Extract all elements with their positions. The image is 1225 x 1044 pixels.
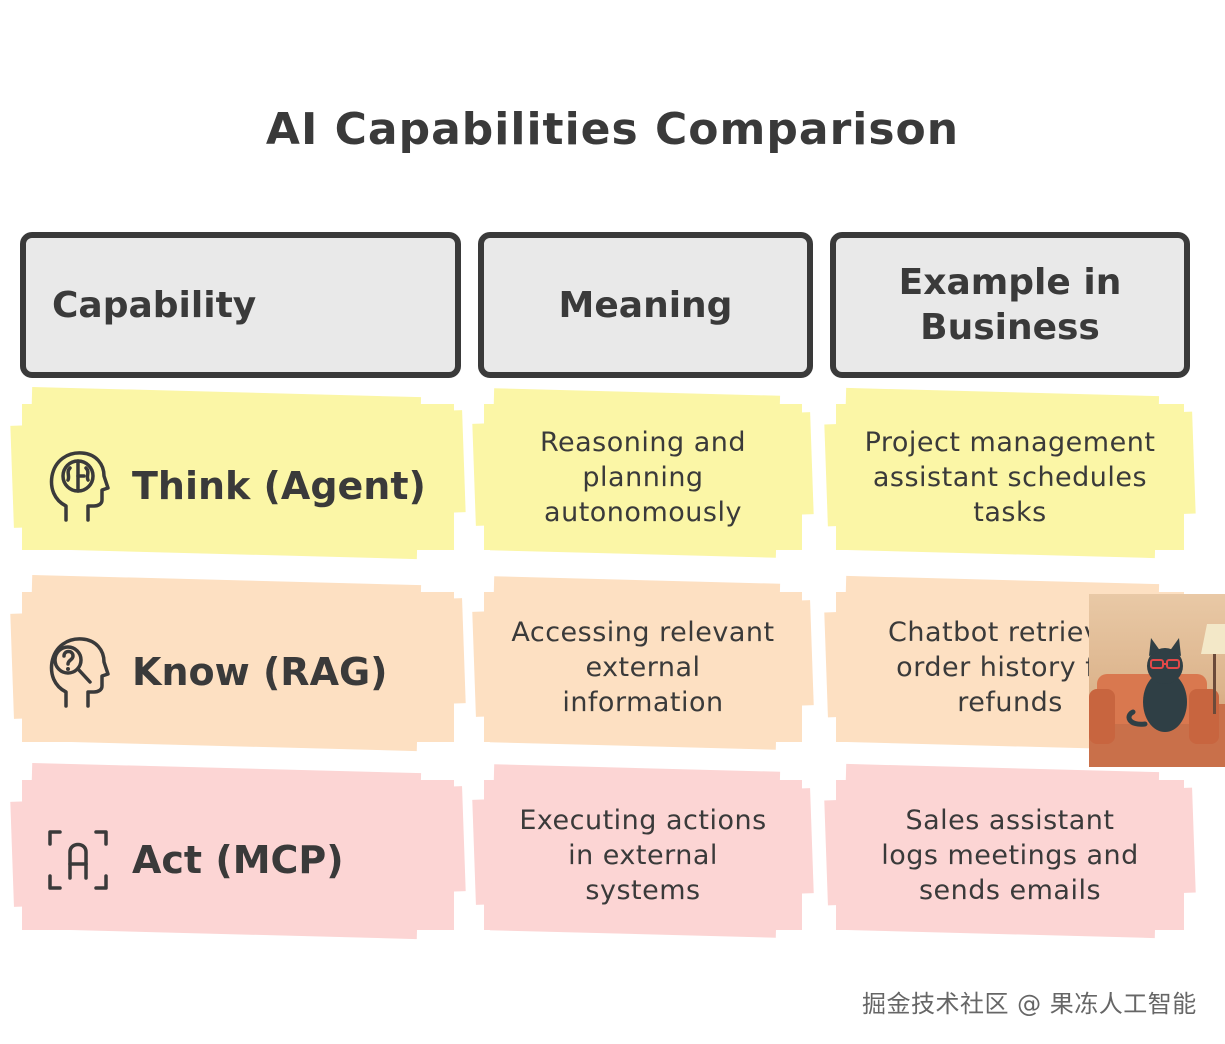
cat-thumbnail-image bbox=[1089, 594, 1225, 767]
row-know-meaning-line2: external bbox=[585, 651, 701, 683]
row-know-meaning-line3: information bbox=[562, 686, 724, 718]
row-think-example-line2: assistant schedules bbox=[872, 461, 1148, 493]
header-example: Example in Business bbox=[830, 232, 1190, 378]
row-think-capability-label: Think (Agent) bbox=[132, 464, 426, 508]
row-act-example-bg bbox=[836, 780, 1184, 930]
row-act-meaning-line3: systems bbox=[585, 874, 701, 906]
row-act-example-line1: Sales assistant bbox=[905, 804, 1115, 836]
row-think-example: Project management assistant schedules t… bbox=[836, 404, 1184, 550]
row-know-example-line2: order history for bbox=[896, 651, 1124, 683]
header-capability: Capability bbox=[20, 232, 461, 378]
row-act-capability-bg bbox=[22, 780, 454, 930]
row-act-example-line3: sends emails bbox=[918, 874, 1102, 906]
row-know-example-line3: refunds bbox=[957, 686, 1063, 718]
row-think-example-bg bbox=[836, 404, 1184, 550]
header-meaning-label: Meaning bbox=[558, 284, 733, 326]
row-act-capability-label: Act (MCP) bbox=[132, 838, 344, 882]
row-act-meaning-line1: Executing actions bbox=[519, 804, 767, 836]
row-know-meaning-bg bbox=[484, 592, 802, 742]
row-know-meaning: Accessing relevant external information bbox=[484, 592, 802, 742]
row-think-meaning: Reasoning and planning autonomously bbox=[484, 404, 802, 550]
head-brain-icon bbox=[49, 451, 110, 522]
row-act-example: Sales assistant logs meetings and sends … bbox=[836, 780, 1184, 930]
row-know-capability-label: Know (RAG) bbox=[132, 650, 388, 694]
row-act-meaning-line2: in external bbox=[568, 839, 718, 871]
header-capability-label: Capability bbox=[52, 284, 257, 326]
row-think-meaning-line3: autonomously bbox=[544, 496, 742, 528]
row-act-example-line2: logs meetings and bbox=[881, 839, 1139, 871]
header-example-line1: Example in bbox=[898, 262, 1122, 303]
row-think-example-line3: tasks bbox=[973, 496, 1047, 528]
row-think-meaning-line2: planning bbox=[582, 461, 704, 493]
row-act-capability: Act (MCP) bbox=[46, 820, 344, 900]
row-know-capability-bg bbox=[22, 592, 454, 742]
header-meaning: Meaning bbox=[478, 232, 813, 378]
page-title: AI Capabilities Comparison bbox=[265, 104, 960, 155]
row-know-meaning-line1: Accessing relevant bbox=[511, 616, 775, 648]
header-example-line2: Business bbox=[920, 307, 1100, 348]
row-think-meaning-line1: Reasoning and bbox=[539, 426, 747, 458]
row-act-meaning-bg bbox=[484, 780, 802, 930]
watermark-text: 掘金技术社区 @ 果冻人工智能 bbox=[862, 990, 1197, 1018]
row-act-meaning: Executing actions in external systems bbox=[484, 780, 802, 930]
head-question-icon bbox=[49, 637, 110, 708]
focus-a-icon bbox=[48, 830, 108, 890]
row-think-meaning-bg bbox=[484, 404, 802, 550]
row-think-capability: Think (Agent) bbox=[46, 446, 426, 526]
row-know-capability: Know (RAG) bbox=[46, 632, 388, 712]
row-think-example-line1: Project management bbox=[864, 426, 1156, 458]
